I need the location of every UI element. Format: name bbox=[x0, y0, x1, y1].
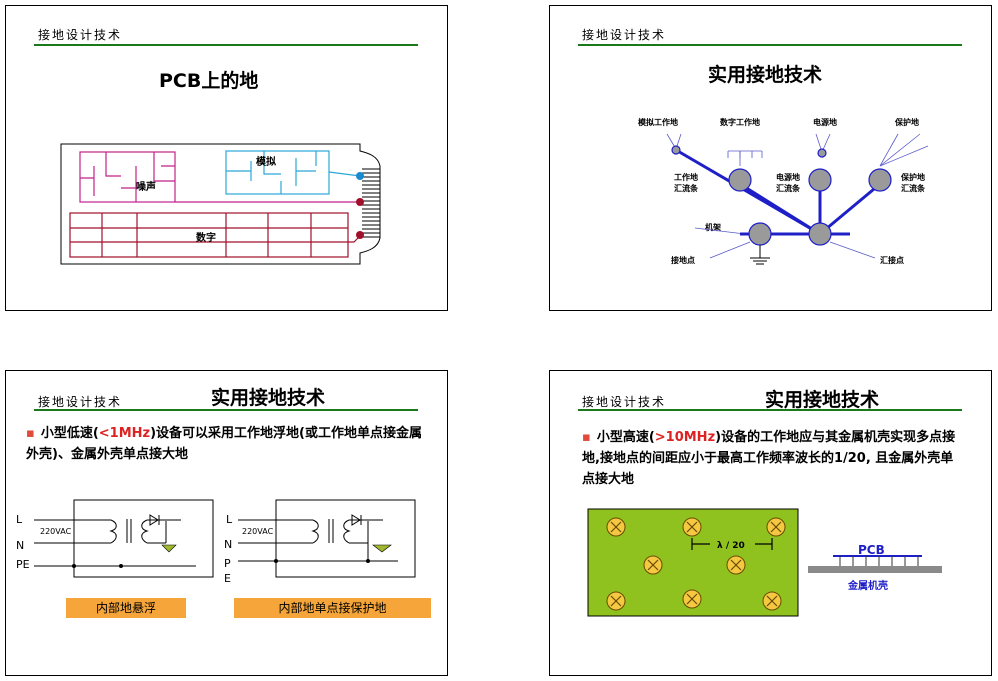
work-bus-label-2: 汇流条 bbox=[674, 183, 699, 193]
circuit-diagrams: L N PE L N P E 220VAC 220VAC bbox=[16, 499, 416, 585]
protect-bus-label-1: 保护地 bbox=[900, 172, 925, 182]
header-rule bbox=[578, 44, 962, 46]
slide-pcb-ground: 接地设计技术 PCB上的地 bbox=[5, 5, 448, 311]
slide-header: 接地设计技术 bbox=[582, 28, 667, 42]
ground-screw-icon bbox=[766, 517, 786, 537]
slide-header: 接地设计技术 bbox=[38, 395, 123, 409]
slide-practical-grounding-2: 接地设计技术 实用接地技术 ▪小型低速(<1MHz)设备可以采用工作地浮地(或工… bbox=[5, 370, 448, 676]
analog-label: 模拟 bbox=[256, 155, 276, 168]
bullet-text: ▪小型低速(<1MHz)设备可以采用工作地浮地(或工作地单点接金属外壳)、金属外… bbox=[26, 426, 422, 462]
slide-practical-grounding-1: 接地设计技术 实用接地技术 模拟工作地 数字工作地 电源地 保护地 工作地 汇流… bbox=[549, 5, 992, 311]
protect-gnd-label: 保护地 bbox=[894, 117, 919, 127]
right-vac-label: 220VAC bbox=[242, 527, 274, 536]
junction-point-label: 汇接点 bbox=[880, 255, 904, 265]
rack-label: 机架 bbox=[705, 222, 721, 232]
lambda-label: λ / 20 bbox=[717, 541, 745, 551]
multipoint-ground-diagram: λ / 20 PCB 金属机壳 bbox=[587, 508, 942, 617]
work-bus-label-1: 工作地 bbox=[674, 172, 698, 182]
analog-gnd-label: 模拟工作地 bbox=[638, 117, 678, 127]
slide-title: 实用接地技术 bbox=[708, 64, 823, 86]
left-L-label: L bbox=[16, 513, 23, 526]
slide-header: 接地设计技术 bbox=[582, 395, 667, 409]
right-E-label: E bbox=[224, 572, 231, 585]
right-P-label: P bbox=[224, 557, 231, 570]
left-PE-label: PE bbox=[16, 558, 30, 571]
header-rule bbox=[34, 44, 418, 46]
header-rule bbox=[34, 409, 418, 411]
digital-label: 数字 bbox=[196, 231, 216, 244]
slide-title: 实用接地技术 bbox=[765, 389, 880, 411]
left-N-label: N bbox=[16, 539, 24, 552]
caption-single-point-ground: 内部地单点接保护地 bbox=[234, 598, 431, 618]
slide-practical-grounding-3: 接地设计技术 实用接地技术 ▪小型高速(>10MHz)设备的工作地应与其金属机壳… bbox=[549, 370, 992, 676]
ground-screw-icon bbox=[726, 555, 746, 575]
ground-point-label: 接地点 bbox=[671, 255, 695, 265]
slide-title: 实用接地技术 bbox=[211, 387, 326, 409]
right-N-label: N bbox=[224, 538, 232, 551]
bullet-icon: ▪ bbox=[582, 430, 591, 445]
right-L-label: L bbox=[226, 513, 233, 526]
ground-screw-icon bbox=[682, 589, 702, 609]
left-vac-label: 220VAC bbox=[40, 527, 72, 536]
grounding-diagram: 模拟工作地 数字工作地 电源地 保护地 工作地 汇流条 电源地 汇流条 保护地 … bbox=[638, 117, 929, 265]
bullet-text: ▪小型高速(>10MHz)设备的工作地应与其金属机壳实现多点接地,接地点的间距应… bbox=[582, 430, 956, 487]
header-rule bbox=[578, 409, 962, 411]
metal-shell-bar bbox=[808, 566, 942, 573]
power-bus-label-2: 汇流条 bbox=[776, 183, 801, 193]
slide-title: PCB上的地 bbox=[159, 70, 259, 92]
caption-floating-ground: 内部地悬浮 bbox=[66, 598, 186, 618]
slide-header: 接地设计技术 bbox=[38, 28, 123, 42]
bullet-icon: ▪ bbox=[26, 426, 35, 441]
noise-label: 噪声 bbox=[136, 180, 156, 193]
protect-bus-label-2: 汇流条 bbox=[901, 183, 926, 193]
digital-gnd-label: 数字工作地 bbox=[720, 117, 760, 127]
ground-screw-icon bbox=[606, 517, 626, 537]
ground-screw-icon bbox=[643, 555, 663, 575]
pcb-diagram: 噪声 模拟 数字 bbox=[60, 143, 381, 265]
power-bus-label-1: 电源地 bbox=[776, 172, 800, 182]
pcb-label: PCB bbox=[858, 543, 885, 557]
ground-screw-icon bbox=[762, 591, 782, 611]
ground-screw-icon bbox=[682, 517, 702, 537]
ground-screw-icons bbox=[606, 517, 786, 611]
shell-label: 金属机壳 bbox=[847, 579, 888, 592]
ground-screw-icon bbox=[606, 591, 626, 611]
power-gnd-label: 电源地 bbox=[813, 117, 837, 127]
